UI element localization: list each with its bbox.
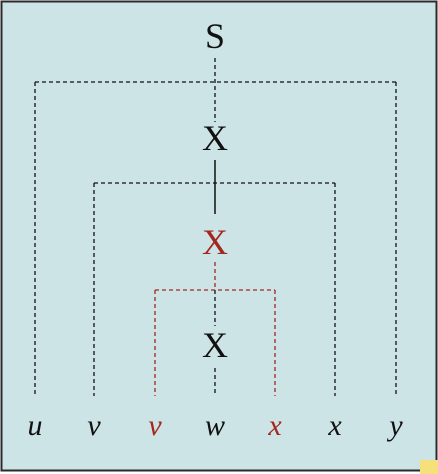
bracket-root: [34, 58, 397, 396]
leaf-v: v: [87, 409, 101, 442]
node-lower-label: X: [202, 325, 228, 365]
node-root-label: S: [205, 16, 225, 56]
leaf-v-highlighted: v: [148, 409, 162, 442]
leaf-x-highlighted: x: [267, 409, 282, 442]
corner-mark: [420, 460, 438, 474]
leaf-y: y: [386, 409, 403, 442]
leaf-w: w: [205, 409, 225, 442]
leaf-u: u: [28, 409, 43, 442]
node-upper-label: X: [202, 118, 228, 158]
leaf-x: x: [327, 409, 342, 442]
node-middle-label: X: [202, 222, 228, 262]
